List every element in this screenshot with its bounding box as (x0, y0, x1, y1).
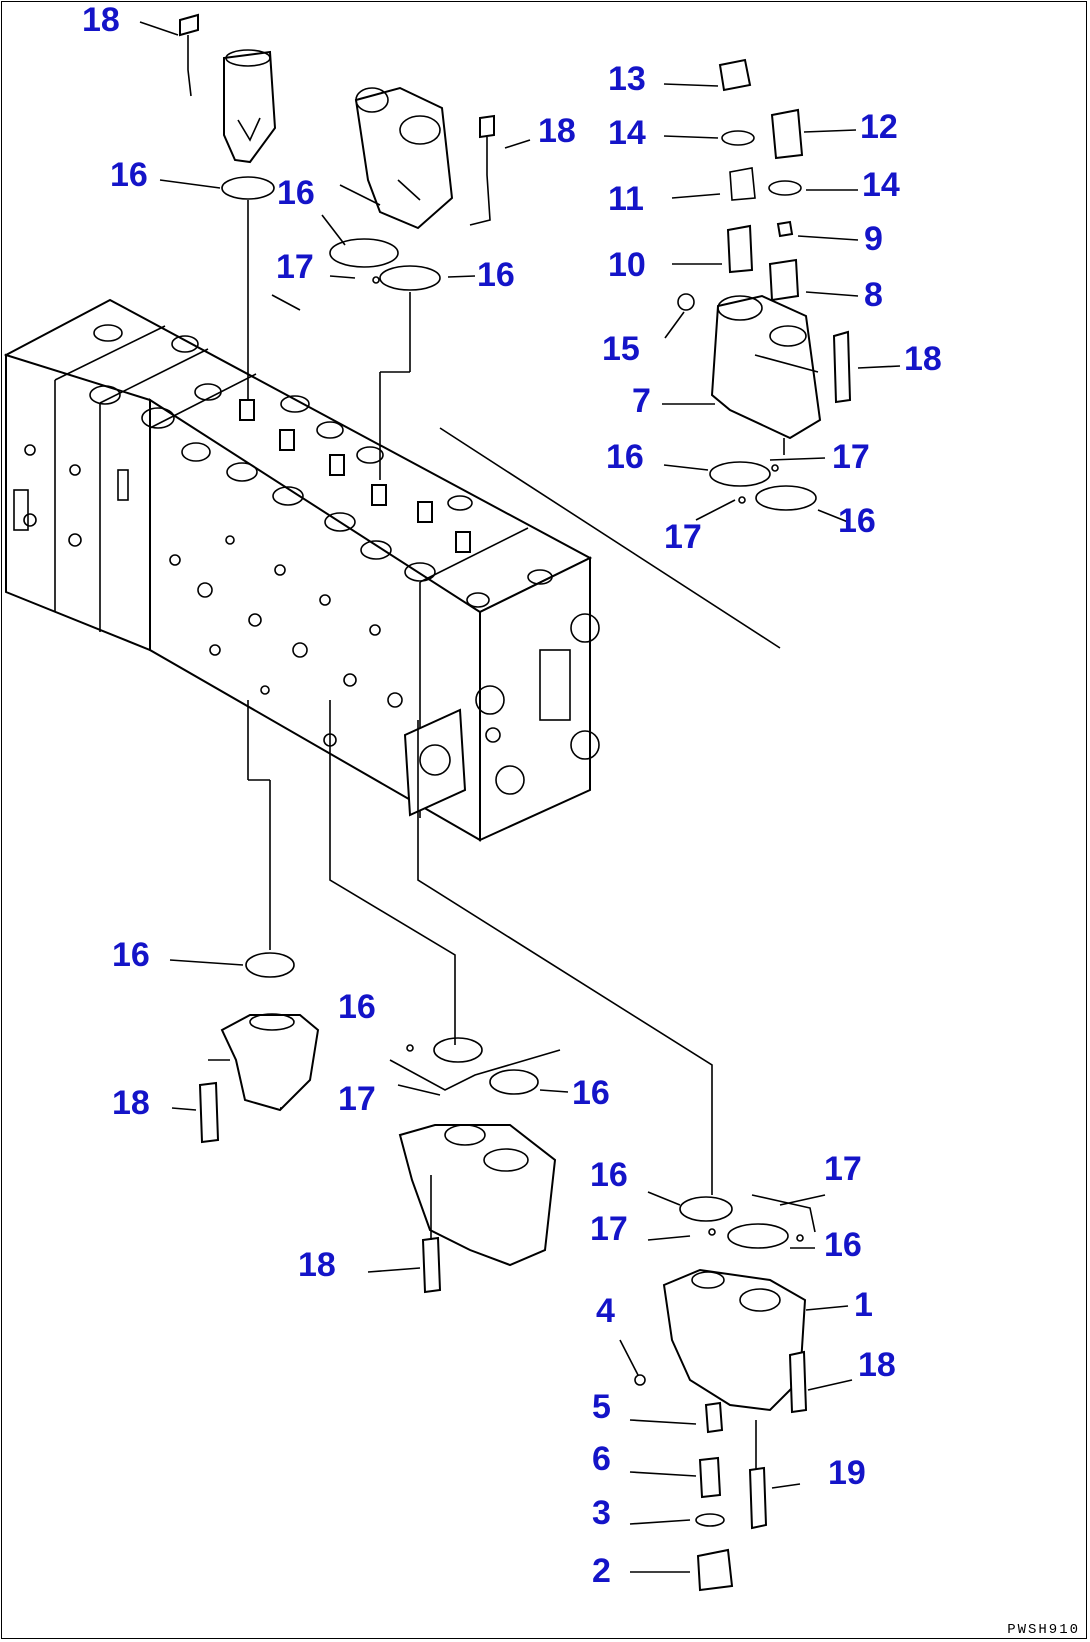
callout-4: 4 (596, 1292, 615, 1330)
leader-lines (139, 21, 901, 1573)
callout-7: 7 (632, 382, 651, 420)
right-upper-valve-stack (677, 58, 852, 511)
upper-middle-valve (329, 86, 495, 480)
callout-18: 18 (904, 340, 942, 378)
callout-5: 5 (592, 1388, 611, 1426)
callout-11: 11 (608, 180, 644, 218)
callout-8: 8 (864, 276, 883, 314)
callout-2: 2 (592, 1552, 611, 1590)
callout-18: 18 (538, 112, 576, 150)
callout-18: 18 (82, 1, 120, 39)
callout-17: 17 (276, 248, 314, 286)
callout-10: 10 (608, 246, 646, 284)
callout-16: 16 (477, 256, 515, 294)
callout-18: 18 (298, 1246, 336, 1284)
callout-16: 16 (277, 174, 315, 212)
callout-19: 19 (828, 1454, 866, 1492)
callout-16: 16 (338, 988, 376, 1026)
callout-6: 6 (592, 1440, 611, 1478)
callout-17: 17 (338, 1080, 376, 1118)
callout-16: 16 (838, 502, 876, 540)
callout-17: 17 (824, 1150, 862, 1188)
callout-16: 16 (824, 1226, 862, 1264)
callout-16: 16 (110, 156, 148, 194)
callout-18: 18 (112, 1084, 150, 1122)
callout-14: 14 (608, 114, 646, 152)
lower-right-valve (417, 720, 816, 1592)
callout-13: 13 (608, 60, 646, 98)
lower-middle-valve (329, 700, 561, 1294)
callout-15: 15 (602, 330, 640, 368)
callout-17: 17 (664, 518, 702, 556)
callout-16: 16 (606, 438, 644, 476)
callout-1: 1 (854, 1286, 873, 1324)
callout-16: 16 (572, 1074, 610, 1112)
callout-12: 12 (860, 108, 898, 146)
callout-3: 3 (592, 1494, 611, 1532)
callout-18: 18 (858, 1346, 896, 1384)
callout-17: 17 (832, 438, 870, 476)
callout-16: 16 (112, 936, 150, 974)
upper-left-valve (179, 13, 301, 400)
control-valve-block (3, 298, 781, 842)
callout-14: 14 (862, 166, 900, 204)
drawing-code: PWSH910 (1007, 1622, 1080, 1638)
callout-16: 16 (590, 1156, 628, 1194)
lower-left-valve (198, 700, 320, 1144)
callout-17: 17 (590, 1210, 628, 1248)
callout-9: 9 (864, 220, 883, 258)
